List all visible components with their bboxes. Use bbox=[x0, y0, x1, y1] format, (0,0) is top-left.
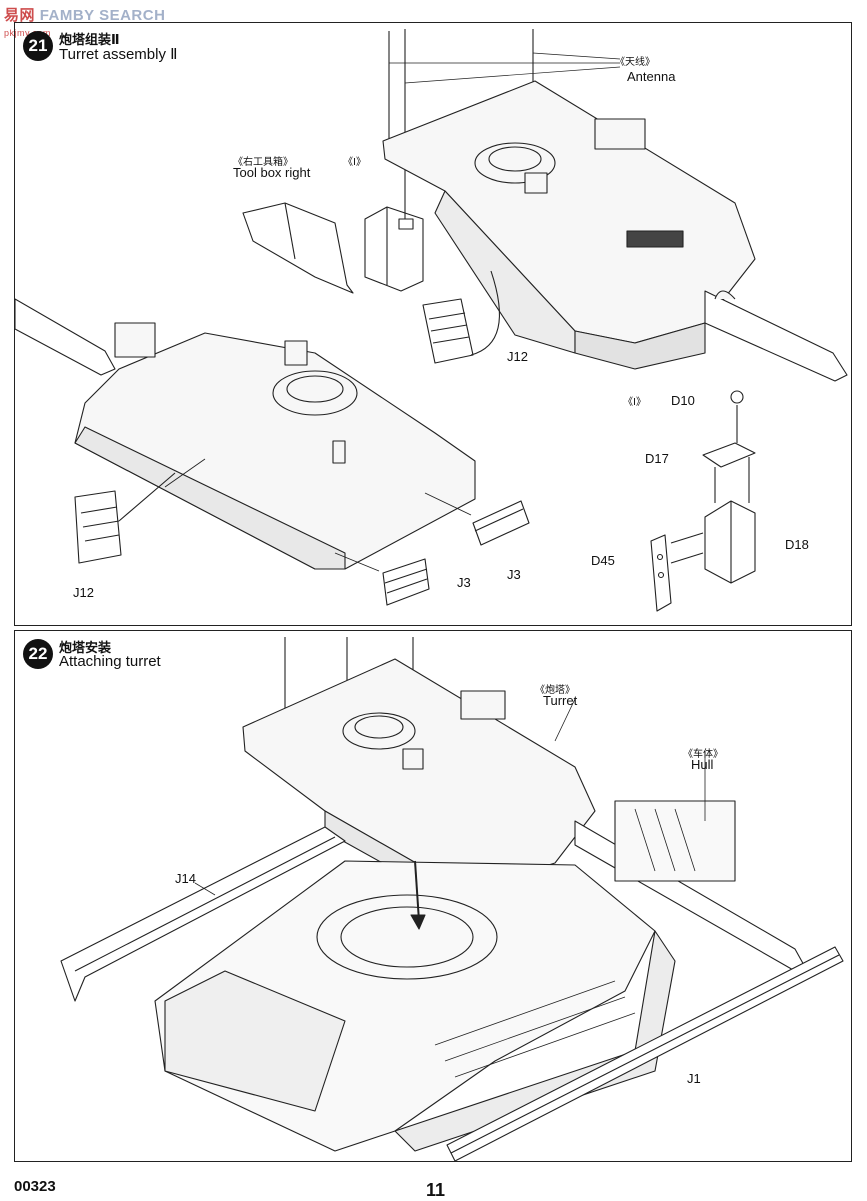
product-code: 00323 bbox=[14, 1178, 56, 1195]
step-21-panel: 21 炮塔组装Ⅱ Turret assembly Ⅱ 《天线》 Antenna … bbox=[14, 22, 852, 626]
turret-label-cn: 《炮塔》 bbox=[535, 685, 575, 696]
part-j14 bbox=[60, 826, 346, 1002]
part-label-j3-bottom: J3 bbox=[457, 575, 471, 590]
subassembly-mark-detail: 《Ⅰ》 bbox=[623, 397, 646, 408]
step-21-title-cn: 炮塔组装Ⅱ bbox=[59, 32, 120, 47]
toolbox-label: Tool box right bbox=[233, 165, 311, 180]
antenna-label: Antenna bbox=[627, 69, 676, 84]
d-subassembly-detail bbox=[650, 390, 756, 612]
part-j3-right bbox=[472, 500, 530, 546]
part-label-j3-right: J3 bbox=[507, 567, 521, 582]
page-number: 11 bbox=[426, 1180, 446, 1200]
part-label-j12-upper: J12 bbox=[507, 349, 528, 364]
step-22-panel: 22 炮塔安装 Attaching turret 《炮塔》 Turret 《车体… bbox=[14, 630, 852, 1162]
part-label-j14: J14 bbox=[175, 871, 196, 886]
step-21-number: 21 bbox=[23, 31, 53, 61]
watermark-text: FAMBY SEARCH bbox=[39, 7, 166, 24]
part-label-d45: D45 bbox=[591, 553, 615, 568]
turret-label: Turret bbox=[543, 693, 578, 708]
part-label-j1: J1 bbox=[687, 1071, 701, 1086]
step-22-number: 22 bbox=[23, 639, 53, 669]
upper-turret bbox=[382, 80, 848, 382]
step-21-title-en: Turret assembly Ⅱ bbox=[59, 46, 178, 63]
part-label-d10: D10 bbox=[671, 393, 695, 408]
toolbox-label-cn: 《右工具箱》 bbox=[233, 157, 293, 168]
step-22-title-en: Attaching turret bbox=[59, 653, 161, 670]
watermark-site: 易网 bbox=[4, 7, 36, 24]
toolbox-right-part bbox=[242, 202, 354, 294]
part-label-d18: D18 bbox=[785, 537, 809, 552]
part-j12-lower bbox=[74, 472, 176, 564]
part-j3-bottom bbox=[382, 558, 430, 606]
part-j1 bbox=[446, 946, 844, 1161]
part-label-d17: D17 bbox=[645, 451, 669, 466]
watermark-sub: pkjmy.com bbox=[4, 28, 51, 38]
part-label-j12-lower: J12 bbox=[73, 585, 94, 600]
subassembly-i-part bbox=[364, 206, 424, 292]
hull-label: Hull bbox=[691, 757, 714, 772]
subassembly-mark: 《Ⅰ》 bbox=[343, 157, 366, 168]
part-j12-upper bbox=[422, 270, 501, 364]
antenna-label-cn: 《天线》 bbox=[615, 57, 655, 68]
watermark: 易网 FAMBY SEARCH pkjmy.com bbox=[4, 4, 166, 38]
step-22-title-cn: 炮塔安装 bbox=[59, 640, 112, 655]
attaching-turret-drawing bbox=[60, 637, 844, 1161]
lower-turret bbox=[15, 298, 476, 570]
hull-label-cn: 《车体》 bbox=[683, 749, 723, 760]
hull-part bbox=[154, 800, 736, 1152]
turret-assembly-drawing bbox=[15, 29, 848, 612]
